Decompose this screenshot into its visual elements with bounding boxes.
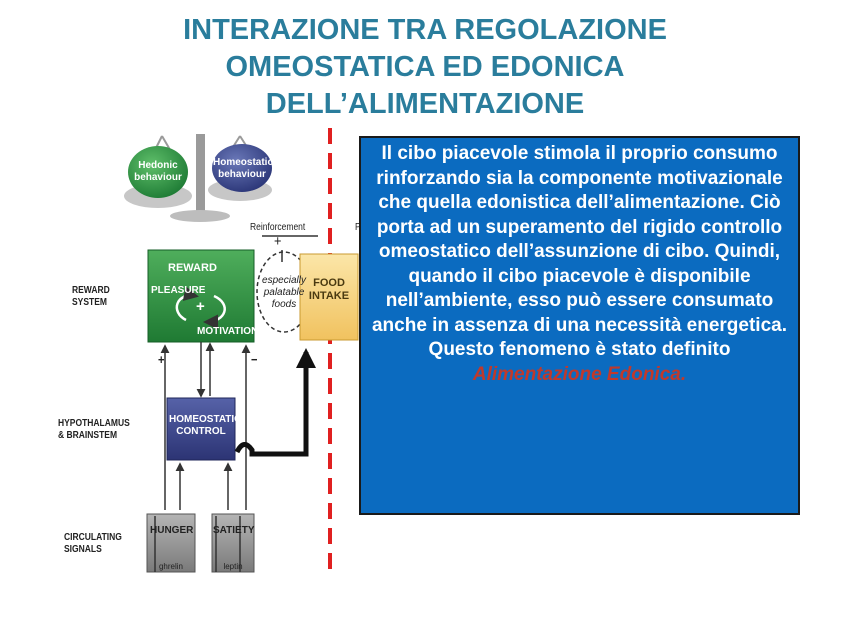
motivation-label: MOTIVATION [197, 326, 259, 337]
callout-highlight: Alimentazione Edonica. [472, 363, 687, 385]
reinforcement-cut-label: P [355, 222, 361, 233]
page-title: INTERAZIONE TRA REGOLAZIONE OMEOSTATICA … [0, 12, 850, 123]
balance-scale-icon [124, 134, 272, 222]
callout-text: Il cibo piacevole stimola il proprio con… [371, 143, 787, 360]
reward-plus: + [196, 298, 205, 315]
pleasure-label: PLEASURE [151, 285, 206, 296]
title-line-1: INTERAZIONE TRA REGOLAZIONE [183, 14, 667, 46]
reinforcement-plus: + [274, 233, 282, 250]
ghrelin-label: ghrelin [158, 562, 183, 571]
leptin-label: leptin [223, 562, 243, 571]
left-plus-sign: + [158, 352, 165, 367]
title-line-3: DELL’ALIMENTAZIONE [265, 88, 585, 120]
hunger-label: HUNGER [150, 525, 194, 536]
explanation-callout: Il cibo piacevole stimola il proprio con… [359, 136, 800, 515]
title-line-2: OMEOSTATICA ED EDONICA [225, 51, 625, 83]
satiety-label: SATIETY [213, 525, 255, 536]
reinforcement-label: Reinforcement [250, 222, 306, 233]
right-minus-sign: − [251, 352, 258, 367]
callout-paragraph: Il cibo piacevole stimola il proprio con… [361, 138, 798, 387]
hypothalamus-label: HYPOTHALAMUS& BRAINSTEM [58, 418, 130, 441]
reward-box-title: REWARD [168, 262, 217, 274]
